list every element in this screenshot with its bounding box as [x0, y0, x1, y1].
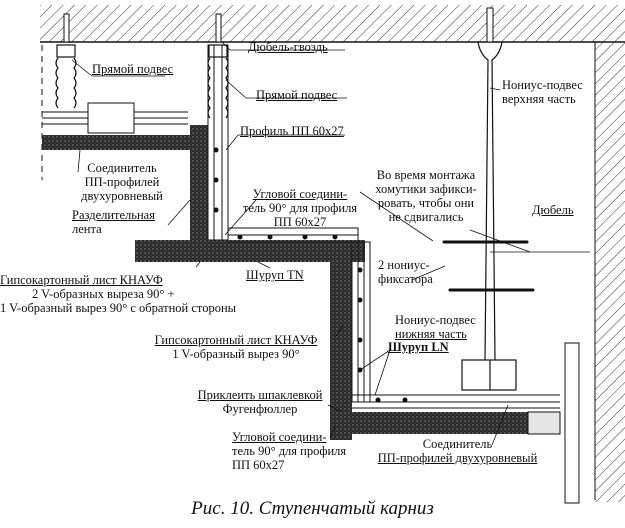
- gkl-step1-horizontal: [135, 240, 365, 262]
- wall-post: [564, 342, 580, 504]
- label-nonius-upper-line2: верхняя часть: [502, 92, 576, 106]
- label-connector-line2: ПП-профилей: [84, 175, 160, 189]
- label-nonius-fixator-line1: 2 нониус-: [378, 258, 430, 272]
- wall-edge-block: [527, 411, 561, 435]
- gkl-step1-vertical: [190, 125, 208, 260]
- profile-pp-vertical: [207, 44, 229, 241]
- label-screw-ln: Шуруп LN: [388, 340, 449, 354]
- connector-top: [87, 102, 135, 134]
- label-fix-note-line4: не сдвигались: [388, 210, 464, 224]
- label-direct-hanger-1: Прямой подвес: [92, 62, 174, 76]
- label-separating-tape: Разделительная лента: [72, 208, 155, 236]
- label-dowel-nail: Дюбель-гвоздь: [248, 40, 328, 54]
- label-corner-top-line2: тель 90° для профиля: [242, 201, 358, 215]
- label-nonius-lower-line2: нижняя часть: [395, 327, 467, 341]
- dowel-nail-right: [215, 13, 222, 43]
- label-nonius-fixator: 2 нониус- фиксатора: [378, 258, 433, 286]
- label-gkl-2-line1: Гипсокартонный лист КНАУФ: [154, 333, 318, 347]
- label-glue-line2: Фугенфюллер: [222, 402, 298, 416]
- label-nonius-lower-line1: Нониус-подвес: [395, 313, 476, 327]
- label-separating-tape-line2: лента: [72, 222, 102, 236]
- direct-hanger-left: [55, 44, 77, 109]
- label-gkl-1-line2: 2 V-образных выреза 90° +: [32, 287, 175, 301]
- label-profile-pp: Профиль ПП 60х27: [240, 124, 344, 138]
- leader-lines: [71, 41, 590, 446]
- profile-pp-bottom: [352, 394, 560, 409]
- label-corner-bottom-line3: ПП 60х27: [232, 458, 285, 472]
- label-corner-top-line1: Угловой соедини-: [252, 187, 348, 201]
- label-gkl-1: Гипсокартонный лист КНАУФ 2 V-образных в…: [0, 273, 236, 315]
- label-connector-bottom-line1: Соединитель: [422, 437, 493, 451]
- label-gkl-1-line3: 1 V-образный вырез 90° с обратной сторон…: [0, 301, 237, 315]
- gkl-bottom: [330, 412, 558, 434]
- profile-pp-horizontal: [227, 227, 359, 243]
- label-fix-note: Во время монтажа хомутики зафикси- роват…: [366, 168, 486, 224]
- profile-pp-vertical-2: [351, 241, 371, 403]
- label-nonius-fixator-line2: фиксатора: [378, 272, 433, 286]
- label-connector-line3: двухуровневый: [81, 189, 163, 203]
- gkl-top-horizontal: [42, 135, 192, 150]
- label-glue: Приклеить шпаклевкой Фугенфюллер: [190, 388, 330, 416]
- direct-hanger-right: [207, 44, 229, 119]
- nonius-fixators: [442, 240, 535, 292]
- wall: [595, 42, 625, 502]
- label-separating-tape-line1: Разделительная: [72, 208, 155, 222]
- label-gkl-2: Гипсокартонный лист КНАУФ 1 V-образный в…: [140, 333, 332, 361]
- label-direct-hanger-2: Прямой подвес: [256, 88, 338, 102]
- label-corner-bottom-line1: Угловой соедини-: [232, 430, 327, 444]
- label-nonius-lower: Нониус-подвес нижняя часть: [395, 313, 476, 341]
- nonius-hanger: [461, 41, 517, 391]
- label-connector-bottom-line2: ПП-профилей двухуровневый: [377, 451, 538, 465]
- dowel-nail-left: [63, 13, 70, 43]
- label-gkl-1-line1: Гипсокартонный лист КНАУФ: [0, 273, 163, 287]
- figure-caption: Рис. 10. Ступенчатый карниз: [191, 498, 434, 519]
- gkl-step2-vertical: [330, 240, 352, 440]
- label-connector-line1: Соединитель: [87, 161, 157, 175]
- label-dowel: Дюбель: [532, 203, 574, 217]
- label-glue-line1: Приклеить шпаклевкой: [197, 388, 323, 402]
- label-fix-note-line1: Во время монтажа: [376, 168, 476, 182]
- label-fix-note-line3: ровать, чтобы они: [377, 196, 475, 210]
- label-corner-top-line3: ПП 60х27: [273, 215, 327, 229]
- label-connector-bottom: Соединитель ПП-профилей двухуровневый: [365, 437, 550, 465]
- label-corner-bottom-line2: тель 90° для профиля: [232, 444, 347, 458]
- label-nonius-upper: Нониус-подвес верхняя часть: [502, 78, 583, 106]
- label-corner-connector-bottom: Угловой соедини- тель 90° для профиля ПП…: [232, 430, 346, 472]
- dowel-nonius: [486, 7, 494, 43]
- label-fix-note-line2: хомутики зафикси-: [375, 182, 477, 196]
- label-screw-tn: Шуруп TN: [246, 268, 304, 282]
- ceiling-slab: [40, 5, 625, 42]
- label-gkl-2-line2: 1 V-образный вырез 90°: [172, 347, 300, 361]
- label-corner-connector-top: Угловой соедини- тель 90° для профиля ПП…: [240, 187, 360, 229]
- label-connector-two-level: Соединитель ПП-профилей двухуровневый: [72, 161, 172, 203]
- label-nonius-upper-line1: Нониус-подвес: [502, 78, 583, 92]
